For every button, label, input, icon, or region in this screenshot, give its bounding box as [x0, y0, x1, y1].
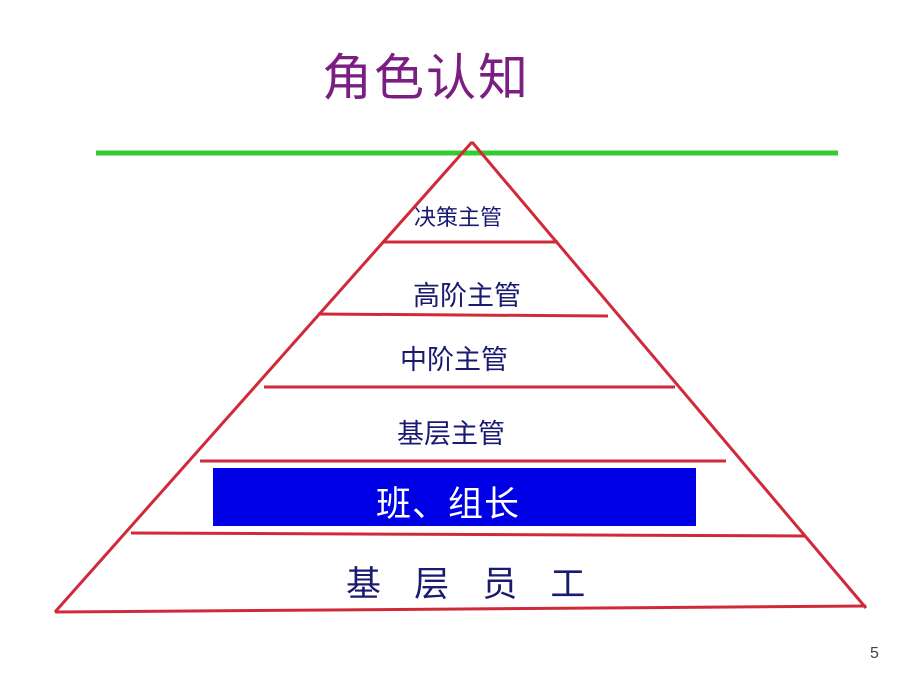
pyramid-right-edge	[470, 141, 868, 609]
level-label-middle-manager: 中阶主管	[400, 345, 508, 376]
level-label-frontline-staff: 基 层 员 工	[346, 565, 597, 605]
level-label-decision-manager: 决策主管	[414, 206, 503, 231]
pyramid-left-edge	[53, 141, 474, 613]
highlight-band	[213, 468, 696, 526]
tier-divider-5	[130, 531, 807, 538]
page-number: 5	[870, 645, 879, 662]
level-label-senior-manager: 高阶主管	[413, 281, 521, 312]
pyramid-base-line	[54, 604, 867, 614]
slide-title: 角色认知	[322, 49, 530, 107]
level-label-team-leader: 班、组长	[376, 485, 521, 525]
tier-divider-2	[317, 312, 609, 318]
level-label-frontline-manager: 基层主管	[397, 419, 505, 450]
